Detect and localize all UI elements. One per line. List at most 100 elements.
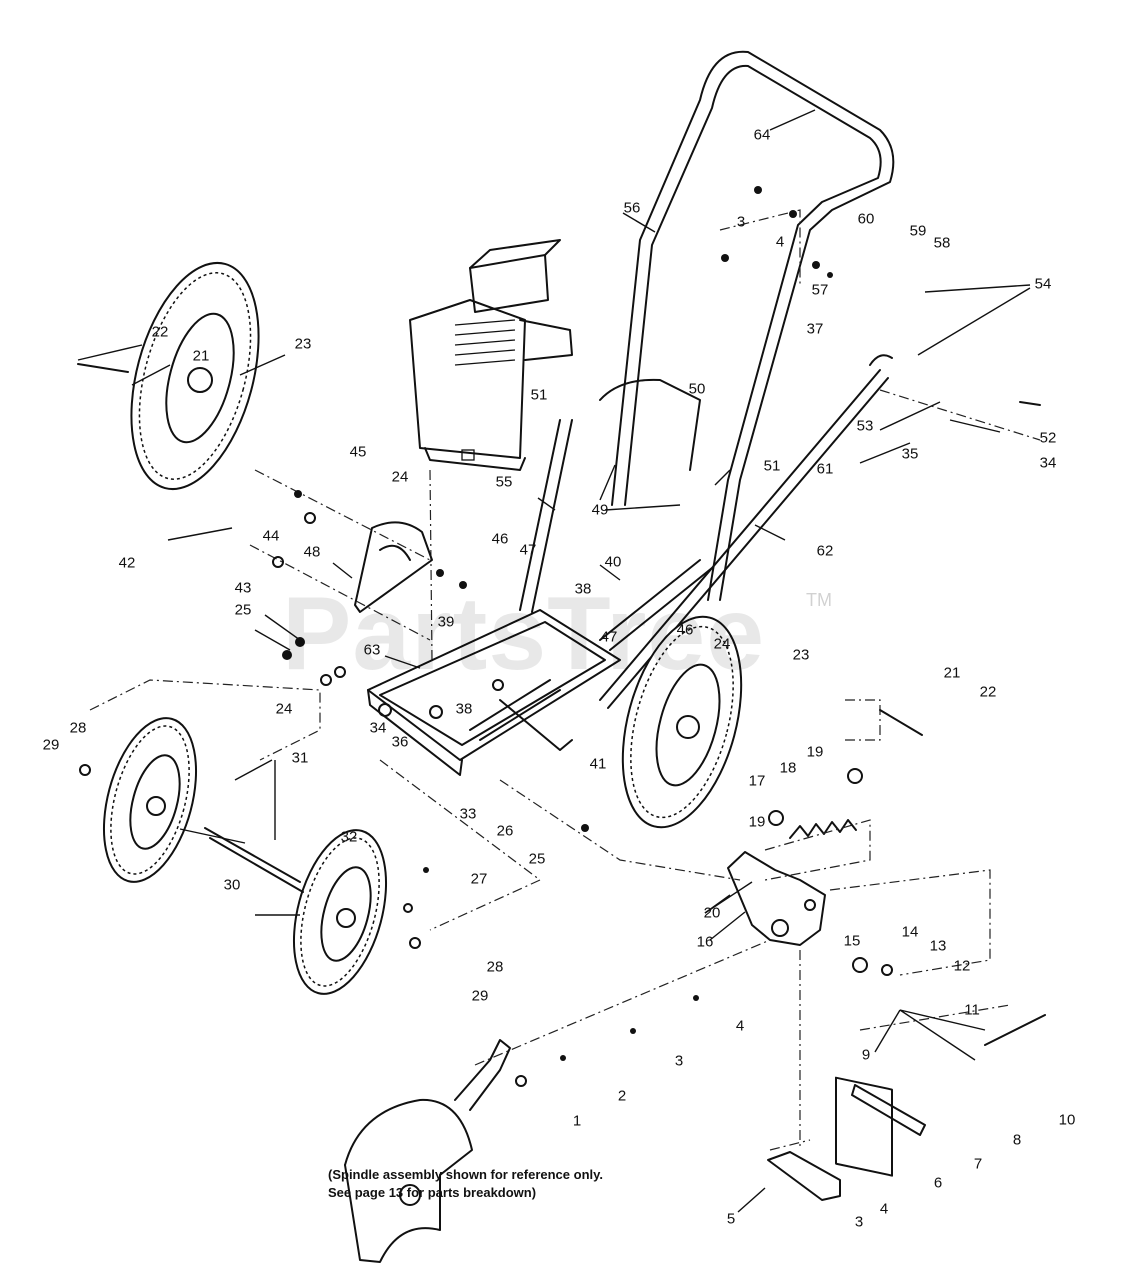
callout-23: 23 [792,646,810,664]
wheel-top-left [130,261,260,491]
callout-34: 34 [369,719,387,737]
callout-62: 62 [816,542,834,560]
callout-4: 4 [735,1017,745,1035]
callout-64: 64 [753,126,771,144]
callout-51: 51 [530,386,548,404]
callout-47: 47 [600,628,618,646]
depth-plate [354,521,433,613]
callout-33: 33 [459,805,477,823]
callout-55: 55 [495,473,513,491]
callout-9: 9 [861,1046,871,1064]
callout-38: 38 [455,700,473,718]
callout-45: 45 [349,443,367,461]
callout-13: 13 [929,937,947,955]
callout-1: 1 [572,1112,582,1130]
wheel-bottom-left [102,717,198,883]
leader-lines [77,109,1031,1213]
handle-assembly [519,50,895,709]
callout-4: 4 [775,233,785,251]
callout-58: 58 [933,234,951,252]
blade-guard [344,1039,511,1263]
callout-37: 37 [806,320,824,338]
callout-29: 29 [42,736,60,754]
callout-28: 28 [486,958,504,976]
wheel-bottom-center [292,829,388,995]
callout-5: 5 [726,1210,736,1228]
callout-42: 42 [118,554,136,572]
callout-30: 30 [223,876,241,894]
callout-21: 21 [943,664,961,682]
callout-23: 23 [294,335,312,353]
watermark: PartsTree [282,576,766,692]
callout-46: 46 [491,530,509,548]
callout-4: 4 [879,1200,889,1218]
callout-56: 56 [623,199,641,217]
callout-59: 59 [909,222,927,240]
callout-15: 15 [843,932,861,950]
callout-36: 36 [391,733,409,751]
frame [367,609,621,776]
callout-49: 49 [591,501,609,519]
callout-16: 16 [696,933,714,951]
callout-34: 34 [1039,454,1057,472]
callout-46: 46 [676,621,694,639]
callout-60: 60 [857,210,875,228]
callout-32: 32 [340,828,358,846]
callout-63: 63 [363,641,381,659]
callout-6: 6 [933,1174,943,1192]
callout-31: 31 [291,749,309,767]
callout-44: 44 [262,527,280,545]
callout-3: 3 [736,213,746,231]
callout-40: 40 [604,553,622,571]
callout-26: 26 [496,822,514,840]
callout-24: 24 [713,635,731,653]
callout-52: 52 [1039,429,1057,447]
callout-25: 25 [528,850,546,868]
callout-22: 22 [979,683,997,701]
callout-17: 17 [748,772,766,790]
wheel-right [621,615,743,829]
callout-25: 25 [234,601,252,619]
callout-48: 48 [303,543,321,561]
callout-14: 14 [901,923,919,941]
callout-8: 8 [1012,1131,1022,1149]
callout-35: 35 [901,445,919,463]
callout-3: 3 [674,1052,684,1070]
watermark-trademark: TM [806,590,832,610]
callout-3: 3 [854,1213,864,1231]
callout-21: 21 [192,347,210,365]
callout-38: 38 [574,580,592,598]
engine [409,239,573,661]
callout-29: 29 [471,987,489,1005]
callout-51: 51 [763,457,781,475]
callout-27: 27 [470,870,488,888]
spindle-note-line-2: See page 13 for parts breakdown) [328,1184,537,1200]
callout-61: 61 [816,460,834,478]
callout-24: 24 [275,700,293,718]
hardware-parts [77,186,1046,1087]
construction-lines [89,209,1041,1151]
callout-12: 12 [953,957,971,975]
callout-10: 10 [1058,1111,1076,1129]
callout-7: 7 [973,1155,983,1173]
callout-57: 57 [811,281,829,299]
callout-54: 54 [1034,275,1052,293]
callout-39: 39 [437,613,455,631]
callout-43: 43 [234,579,252,597]
callout-19: 19 [806,743,824,761]
callout-50: 50 [688,380,706,398]
callout-53: 53 [856,417,874,435]
callout-22: 22 [151,323,169,341]
callout-19: 19 [748,813,766,831]
callout-20: 20 [703,904,721,922]
spindle-note: (Spindle assembly shown for reference on… [328,1166,603,1201]
callout-11: 11 [964,1001,980,1019]
callout-24: 24 [391,468,409,486]
callout-41: 41 [589,755,607,773]
pivot-bracket [727,851,826,946]
blade [767,1076,893,1201]
callout-18: 18 [779,759,797,777]
callout-28: 28 [69,719,87,737]
callout-2: 2 [617,1087,627,1105]
